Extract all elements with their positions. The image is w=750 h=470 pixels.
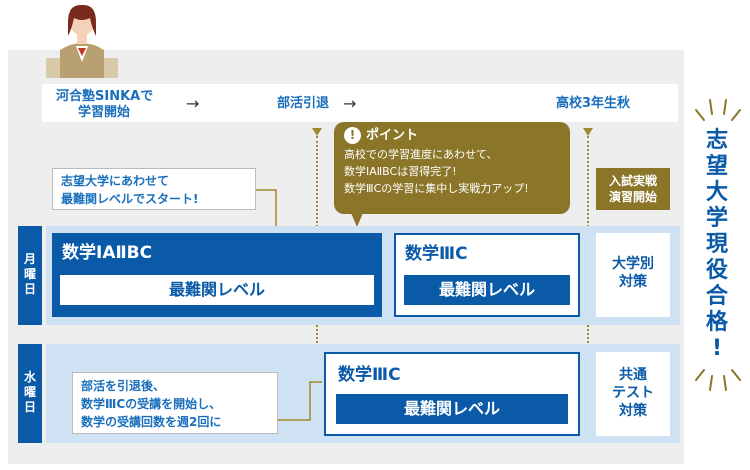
student-illustration	[46, 4, 118, 78]
timeline-stage-autumn: 高校3年生秋	[556, 96, 631, 111]
note-club-connector	[278, 381, 322, 421]
course-math-1a2bc-level: 最難関レベル	[60, 275, 374, 305]
timeline-stage-start: 河合塾SINKAで 学習開始	[56, 89, 154, 120]
wednesday-label: 水 曜 日	[18, 344, 42, 443]
point-line-3: 数学ⅢCの学習に集中し実戦力アップ!	[344, 182, 529, 195]
timeline-stage-retire: 部活引退	[277, 96, 330, 111]
course-math-3c-wednesday-level: 最難関レベル	[336, 394, 568, 424]
timeline-arrow-1: →	[186, 94, 200, 113]
point-callout: ! ポイント 高校での学習進度にあわせて、 数学ⅠAⅡBCは習得完了! 数学ⅢC…	[334, 122, 570, 214]
course-math-1a2bc-name: 数学ⅠAⅡBC	[62, 243, 153, 263]
course-math-3c-monday-level: 最難関レベル	[404, 275, 570, 305]
timeline-bar	[42, 84, 678, 122]
goal-title: 志 望 大 学 現 役 合 格 !	[705, 128, 728, 361]
point-line-1: 高校での学習進度にあわせて、	[344, 148, 498, 161]
course-math-1a2bc: 数学ⅠAⅡBC 最難関レベル	[52, 233, 382, 317]
university-specific-box: 大学別 対策	[596, 233, 670, 317]
common-test-box: 共通 テスト 対策	[596, 352, 670, 436]
point-callout-tail	[351, 213, 363, 227]
title-bracket-decoration	[695, 99, 741, 391]
point-title: ポイント	[366, 128, 419, 143]
course-math-3c-wednesday: 数学ⅢC 最難関レベル	[324, 352, 580, 436]
note-start-level: 志望大学にあわせて 最難関レベルでスタート!	[52, 168, 256, 210]
marker-triangle-2	[583, 128, 593, 136]
exam-practice-label: 入試実戦 演習開始	[596, 168, 670, 210]
course-math-3c-monday: 数学ⅢC 最難関レベル	[394, 233, 580, 317]
point-line-2: 数学ⅠAⅡBCは習得完了!	[344, 165, 457, 178]
marker-triangle-1	[312, 128, 322, 136]
course-math-3c-monday-name: 数学ⅢC	[405, 244, 468, 264]
note-club-retirement: 部活を引退後、 数学ⅢCの受講を開始し、 数学の受講回数を週2回に	[72, 372, 278, 434]
monday-label: 月 曜 日	[18, 226, 42, 325]
exclamation-icon: !	[344, 127, 361, 144]
course-math-3c-wednesday-name: 数学ⅢC	[338, 365, 401, 385]
timeline-arrow-2: →	[343, 94, 357, 113]
